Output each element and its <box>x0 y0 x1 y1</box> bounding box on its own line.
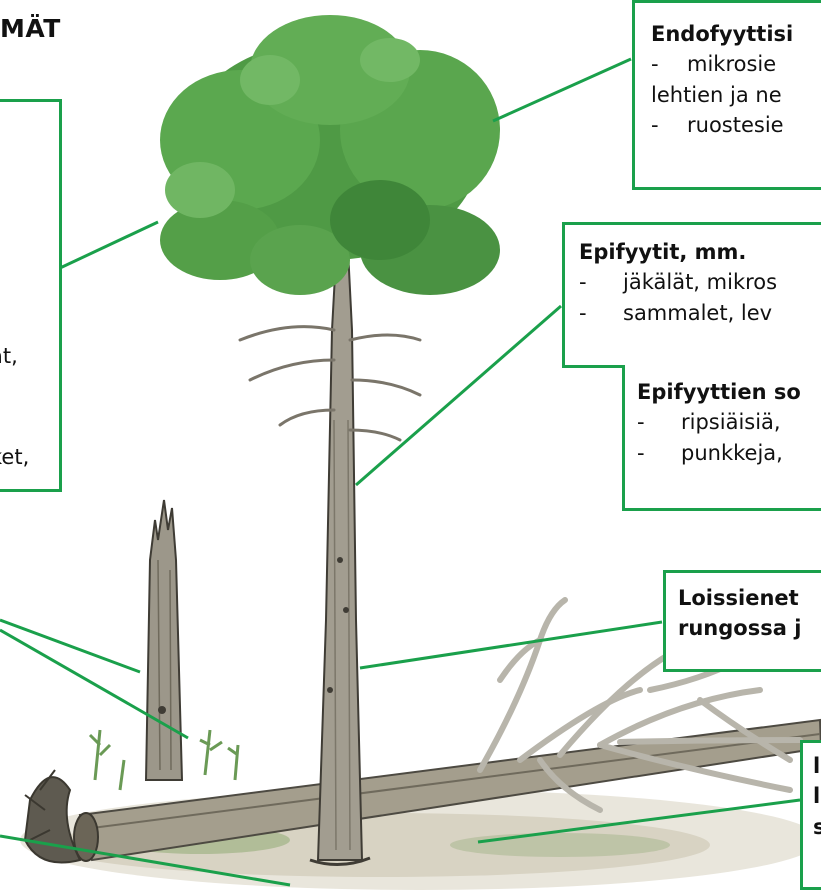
epiphytes-box: Epifyytit, mm. -jäkälät, mikros -sammale… <box>562 222 821 368</box>
epiphytes-line-1: -jäkälät, mikros <box>579 267 821 297</box>
pine-crown <box>160 15 500 295</box>
endophytes-line-2: lehtien ja ne <box>651 80 821 110</box>
bottom-box-line-3: s <box>813 812 821 842</box>
endophytes-line-1: -mikrosie <box>651 49 821 79</box>
pine-trunk <box>310 210 370 865</box>
epiphyte-fauna-box: Epifyyttien so -ripsiäisiä, -punkkeja, <box>622 365 821 511</box>
dead-snag <box>146 500 182 780</box>
heading-fragment: MÄT <box>0 14 61 43</box>
epiphyte-fauna-title: Epifyyttien so <box>637 377 821 407</box>
parasitic-fungi-box: Loissienet rungossa j <box>663 570 821 672</box>
bottom-right-box: l l s <box>800 740 821 890</box>
parasitic-fungi-line-2: rungossa j <box>678 613 821 643</box>
left-box-fragment-1: at, <box>0 344 18 368</box>
left-label-box: at, ket, <box>0 99 62 492</box>
epiphyte-fauna-line-1: -ripsiäisiä, <box>637 407 821 437</box>
epiphyte-fauna-line-2: -punkkeja, <box>637 438 821 468</box>
left-box-fragment-2: ket, <box>0 445 29 469</box>
parasitic-fungi-line-1: Loissienet <box>678 583 821 613</box>
bottom-box-line-1: l <box>813 751 821 781</box>
endophytes-line-3: -ruostesie <box>651 110 821 140</box>
epiphytes-line-2: -sammalet, lev <box>579 298 821 328</box>
endophytes-title: Endofyyttisi <box>651 19 821 49</box>
bottom-box-line-2: l <box>813 781 821 811</box>
epiphytes-title: Epifyytit, mm. <box>579 237 821 267</box>
endophytes-box: Endofyyttisi -mikrosie lehtien ja ne -ru… <box>632 0 821 190</box>
